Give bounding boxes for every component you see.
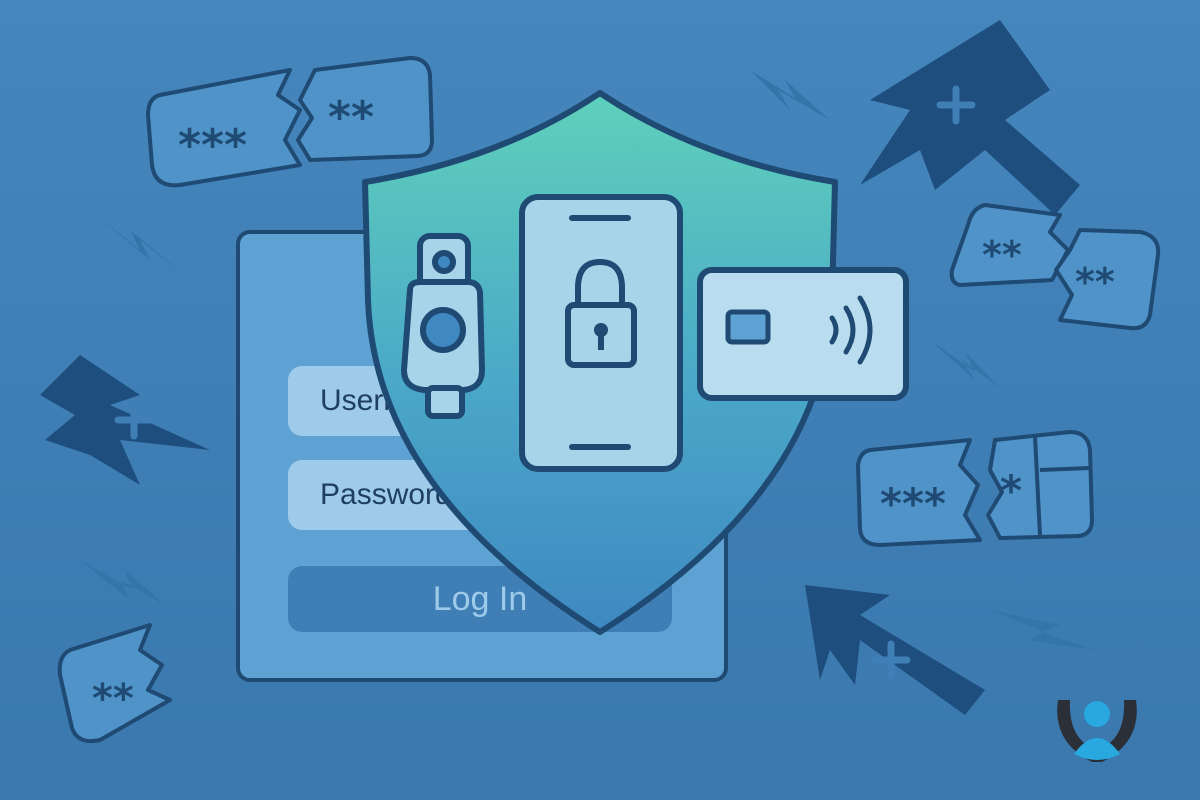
login-button[interactable]: Log In <box>288 566 672 632</box>
login-form-card: Username Password Log In <box>236 230 728 682</box>
token-stars-3b: * <box>1000 466 1022 515</box>
password-field[interactable]: Password <box>288 460 688 530</box>
token-stars-2b: ** <box>1075 260 1115 304</box>
token-stars-1b: ** <box>328 92 374 143</box>
user-logo-icon <box>1057 700 1137 762</box>
token-stars-1a: *** <box>178 120 247 171</box>
token-stars-4: ** <box>92 676 134 722</box>
token-stars-2a: ** <box>982 233 1022 277</box>
token-stars-3a: *** <box>880 479 946 528</box>
username-field[interactable]: Username <box>288 366 688 436</box>
attack-arrow-icon <box>40 20 1080 715</box>
